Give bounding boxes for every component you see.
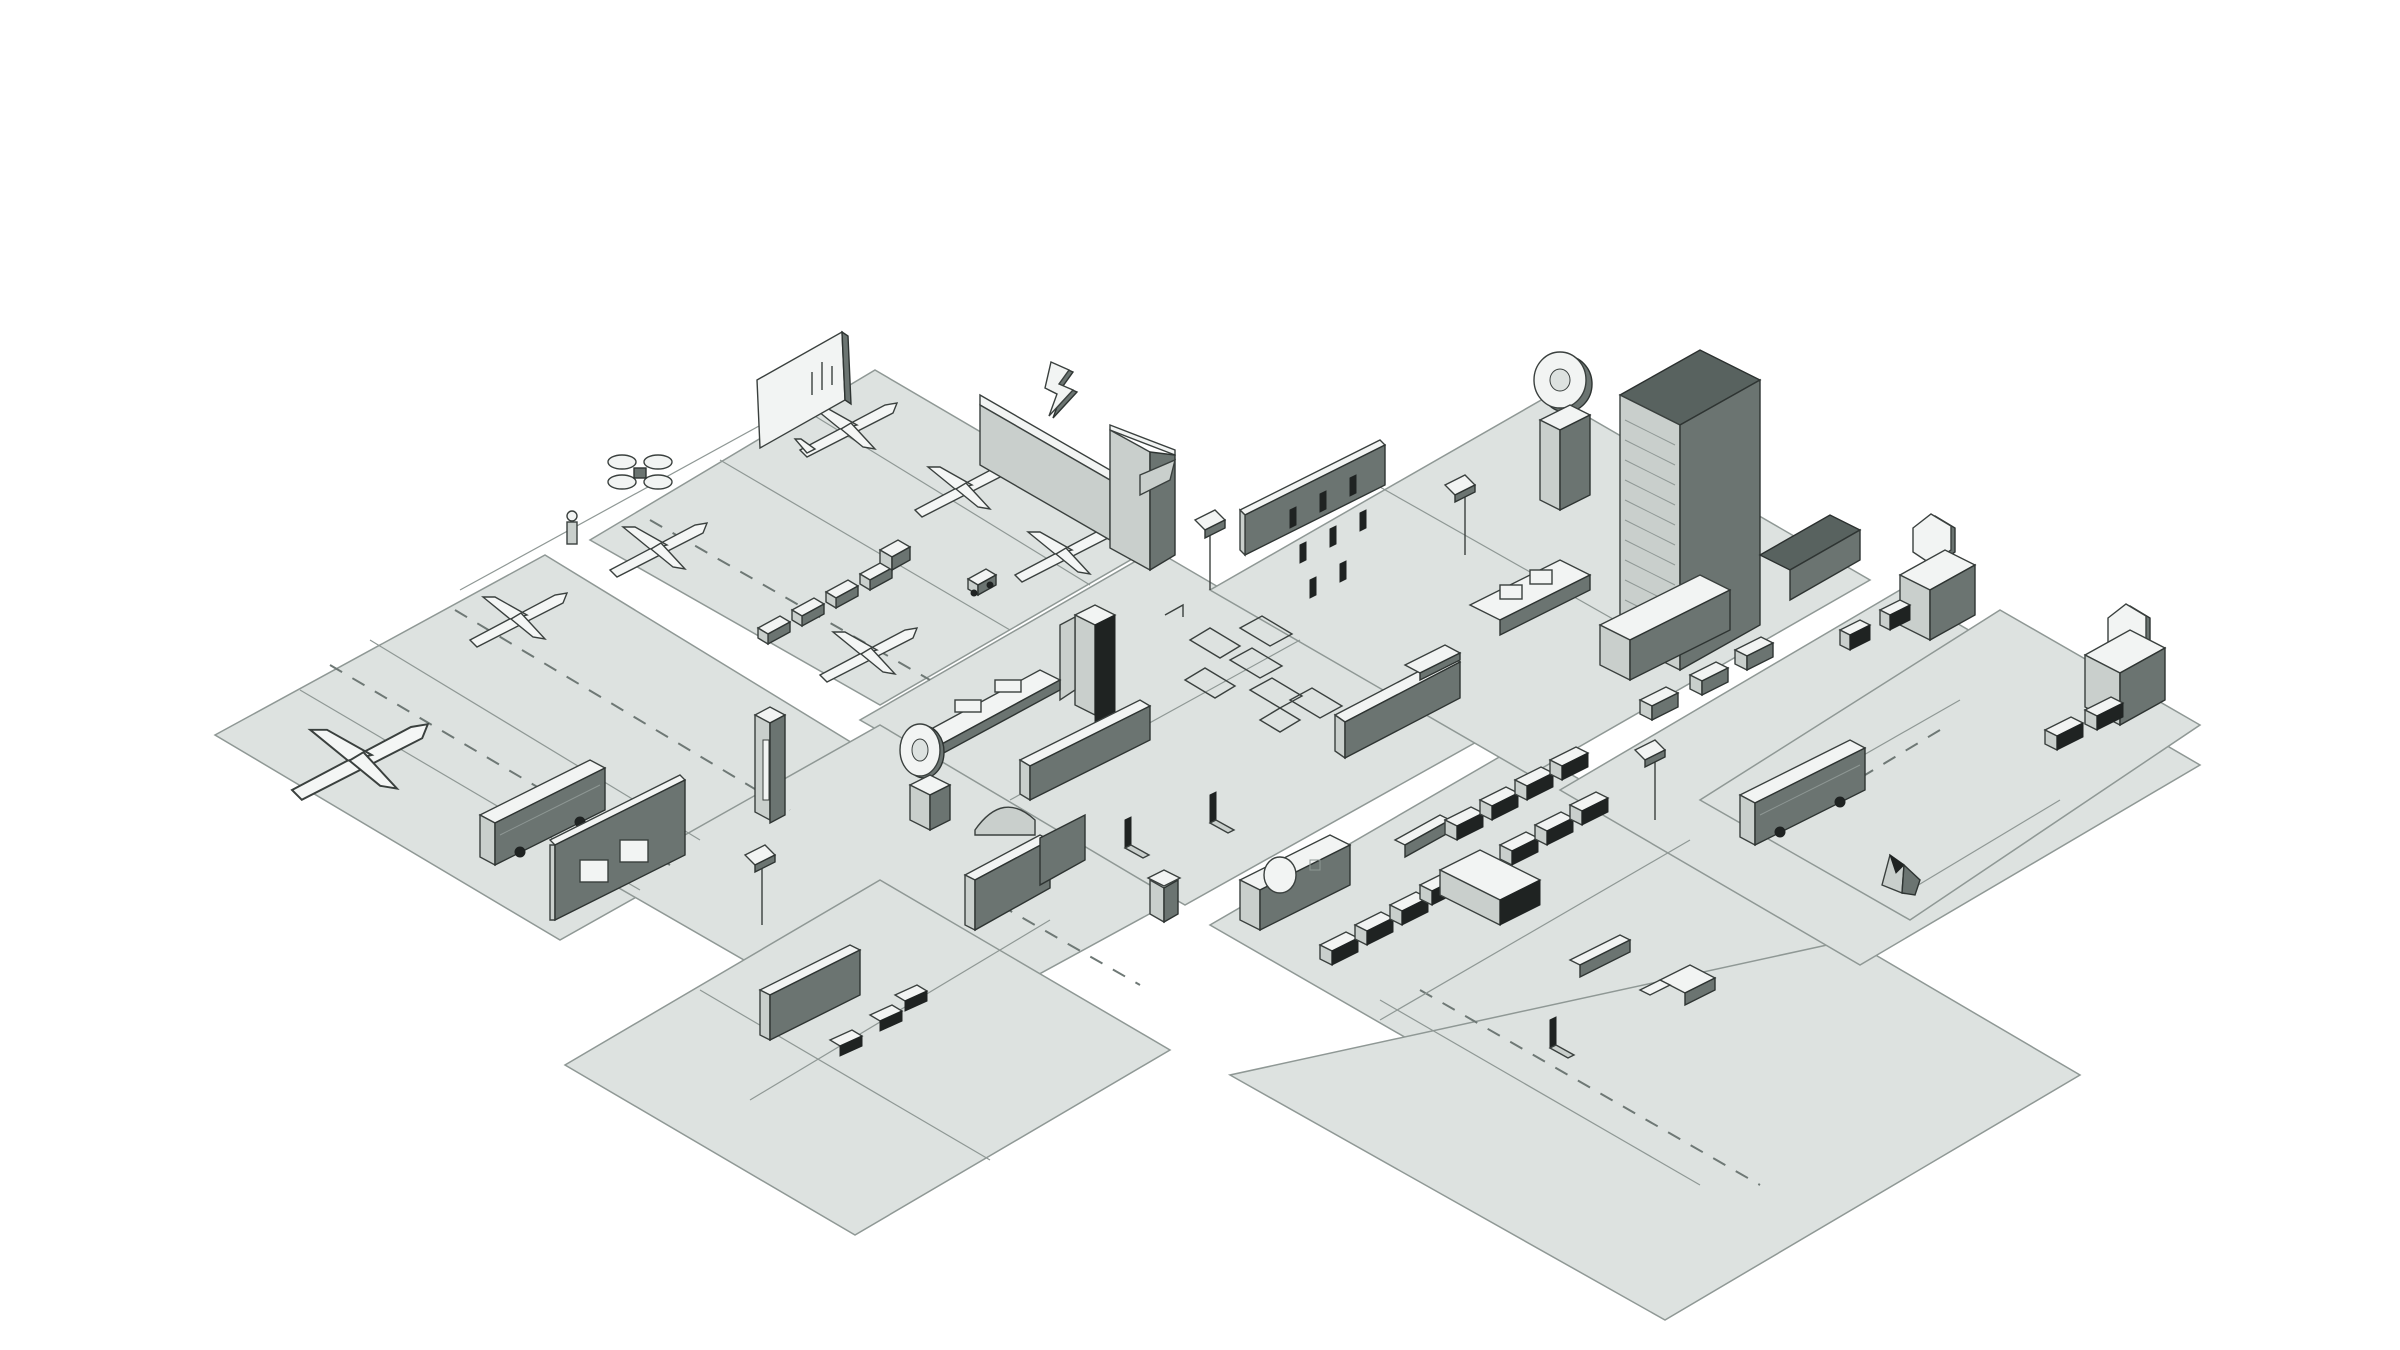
drone-icon	[607, 454, 673, 490]
station-kiosk	[1898, 549, 1977, 642]
chart-billboard	[756, 330, 852, 450]
street-lamp-icon	[1443, 474, 1477, 555]
kiosk	[908, 774, 952, 832]
donut-sign-icon	[899, 723, 945, 779]
car-icon	[1388, 891, 1430, 927]
terminal-center	[918, 509, 1462, 802]
office-tower	[1598, 349, 1862, 722]
truck-icon	[1438, 849, 1542, 927]
airplanes	[290, 402, 1114, 801]
car-icon	[2083, 696, 2125, 732]
bus-icon	[478, 759, 607, 867]
life-ring-sign-icon	[1533, 351, 1593, 413]
check-in-tower	[1059, 604, 1117, 731]
baggage-cart-train	[756, 539, 912, 646]
airplane-icon	[1013, 527, 1114, 583]
chair-icon	[1548, 1016, 1576, 1059]
car-icon	[1688, 661, 1730, 697]
chair-icon	[1208, 791, 1236, 834]
airplane-icon	[818, 627, 919, 683]
street-lamp-icon	[1193, 509, 1227, 590]
bus-icon	[1738, 739, 1867, 847]
shopping-cart-icon	[828, 1029, 864, 1057]
north-apron-props	[566, 330, 1177, 646]
car-icon	[1533, 811, 1575, 847]
terminal-wall	[979, 393, 1177, 572]
security-gate	[753, 706, 787, 825]
seat-icon	[1838, 619, 1872, 652]
car-icon	[1548, 746, 1590, 782]
car-icon	[1568, 791, 1610, 827]
lightning-icon	[1044, 361, 1079, 419]
seat-icon	[1878, 599, 1912, 632]
tile-parking-south	[1227, 939, 2082, 1321]
food-court-props	[758, 944, 929, 1057]
car-icon	[1443, 806, 1485, 842]
trash-bin-icon	[1146, 869, 1182, 924]
bench-wall	[1238, 439, 1387, 557]
tow-tractor-icon	[966, 568, 998, 597]
gas-station	[1238, 834, 1352, 932]
vending-row	[758, 944, 862, 1042]
tile-food-court	[563, 879, 1172, 1236]
car-icon	[1478, 786, 1520, 822]
baggage-belt	[918, 669, 1062, 757]
airplane-icon	[468, 592, 569, 648]
shopping-cart-icon	[868, 1004, 904, 1032]
car-icon	[1638, 686, 1680, 722]
parking-lot	[1238, 746, 1610, 967]
burger-shop	[963, 806, 1086, 932]
car-icon	[1318, 931, 1360, 967]
monitor-wall	[548, 774, 687, 922]
security-zone	[753, 706, 1236, 932]
street-lamp-icon	[1633, 739, 1667, 820]
car-icon	[1498, 831, 1540, 867]
arrow-sign-icon	[1638, 964, 1717, 1007]
street-lamp-icon	[743, 844, 777, 925]
rock-icon	[1881, 853, 1921, 896]
airplane-icon	[913, 462, 1014, 518]
lounge-area	[1238, 351, 1593, 682]
planter-bench	[1568, 934, 1632, 979]
info-pillar	[1538, 404, 1592, 512]
lounge-chairs	[1289, 474, 1367, 599]
bus-station	[1633, 513, 2167, 896]
person-icon	[566, 510, 578, 545]
laptop-desk	[1403, 644, 1462, 682]
car-icon	[2043, 716, 2085, 752]
chair-icon	[1123, 816, 1151, 859]
car-icon	[1733, 636, 1775, 672]
airplane-icon	[608, 522, 709, 578]
check-in-counter	[1018, 699, 1152, 802]
parking-south-props	[1548, 934, 1717, 1059]
shopping-cart-icon	[893, 984, 929, 1012]
west-runway-props	[478, 759, 777, 925]
waiting-seats	[1164, 603, 1344, 733]
car-icon	[1353, 911, 1395, 947]
workstation-desk	[1468, 559, 1592, 637]
airplane-icon	[290, 722, 430, 801]
